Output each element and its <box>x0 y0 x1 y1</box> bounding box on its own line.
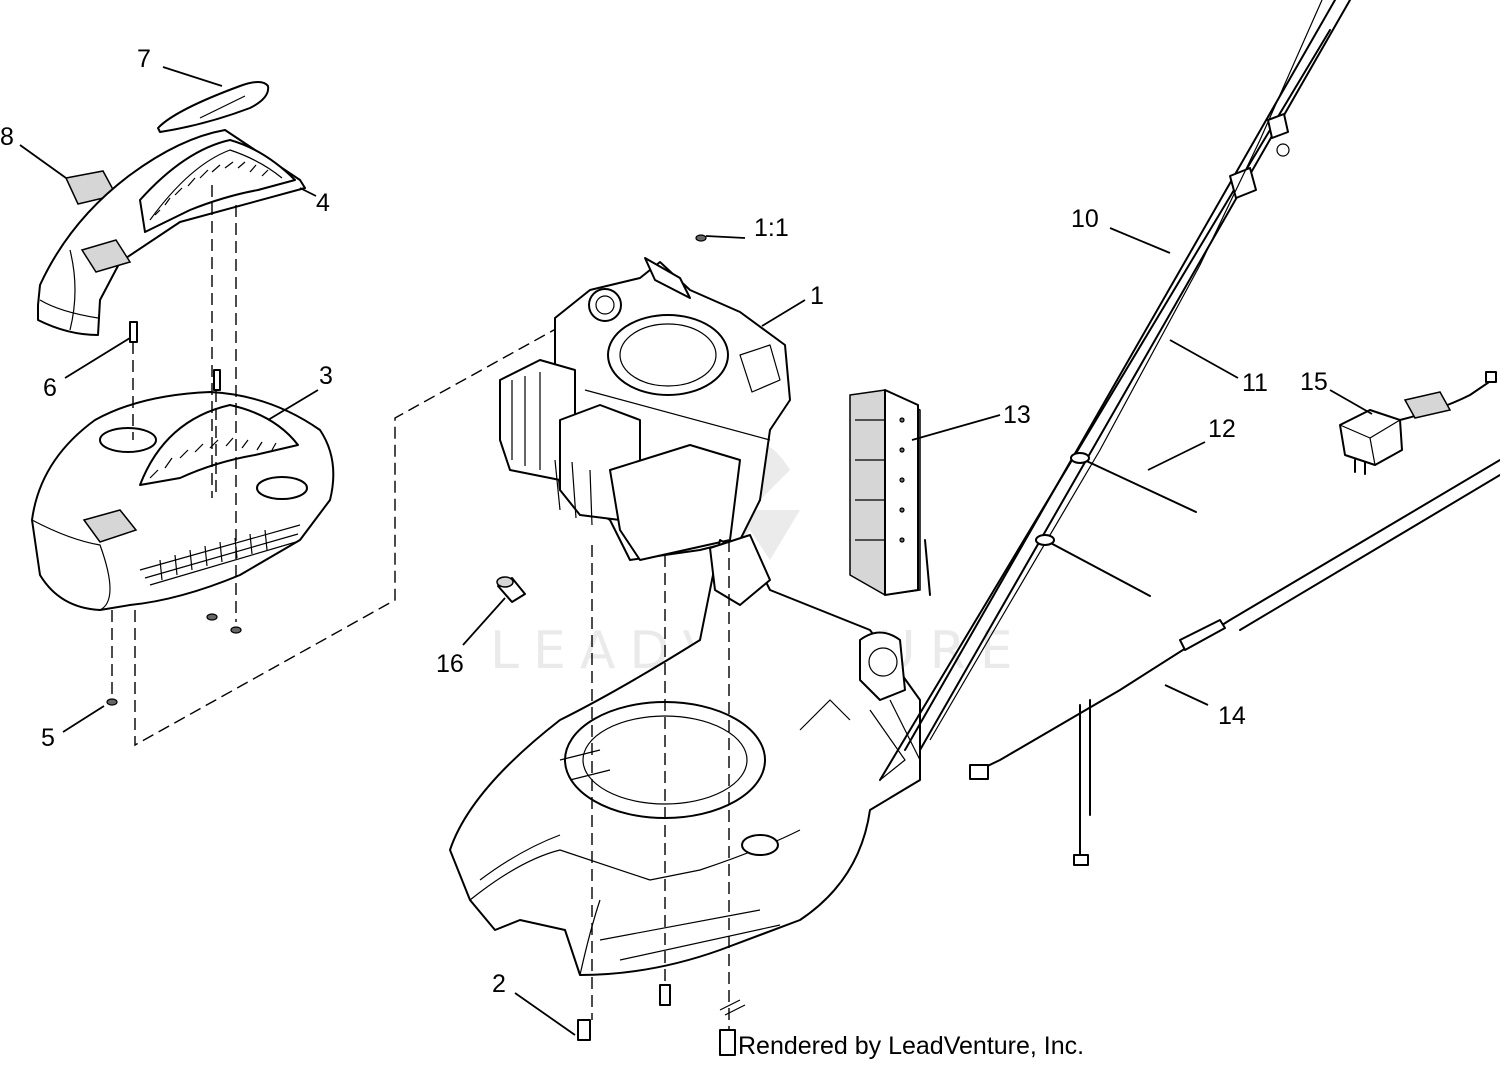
callout-5: 5 <box>41 724 55 752</box>
callout-4: 4 <box>316 189 330 217</box>
part-14-wire-harness <box>969 459 1500 866</box>
assembly-lines-cover <box>111 185 591 747</box>
callout-15: 15 <box>1300 368 1328 396</box>
part-7-decal <box>157 81 270 133</box>
part-4-top-cover <box>37 129 306 336</box>
callout-1-1: 1:1 <box>754 214 789 242</box>
part-1-1-plug-cap <box>695 234 707 242</box>
part-3-engine-cover <box>31 391 335 611</box>
callout-7: 7 <box>137 45 151 73</box>
callout-11: 11 <box>1242 369 1268 397</box>
part-5-nut <box>106 613 242 706</box>
part-1-engine <box>499 257 791 561</box>
callout-1: 1 <box>810 282 824 310</box>
part-12-cable-tie <box>1035 452 1197 597</box>
part-11-cable <box>929 0 1323 741</box>
callouts: 7 8 4 1:1 1 10 6 3 11 15 13 12 16 14 5 2 <box>0 45 1328 998</box>
part-13-battery <box>849 389 931 596</box>
callout-13: 13 <box>1003 401 1031 429</box>
leader-lines <box>19 66 1373 1036</box>
callout-3: 3 <box>319 362 333 390</box>
callout-10: 10 <box>1071 205 1099 233</box>
part-15-charger <box>1339 371 1497 475</box>
callout-6: 6 <box>43 374 57 402</box>
part-10-handle <box>879 0 1351 781</box>
part-6-screw <box>129 321 221 391</box>
callout-8: 8 <box>0 123 14 151</box>
callout-2: 2 <box>492 970 506 998</box>
credit-text: Rendered by LeadVenture, Inc. <box>738 1032 1084 1060</box>
callout-12: 12 <box>1208 415 1236 443</box>
callout-16: 16 <box>436 650 464 678</box>
callout-14: 14 <box>1218 702 1246 730</box>
part-16-bushing <box>496 576 526 603</box>
mower-deck <box>449 534 921 976</box>
part-2-bolt <box>577 984 746 1056</box>
assembly-lines-engine <box>591 540 730 1030</box>
